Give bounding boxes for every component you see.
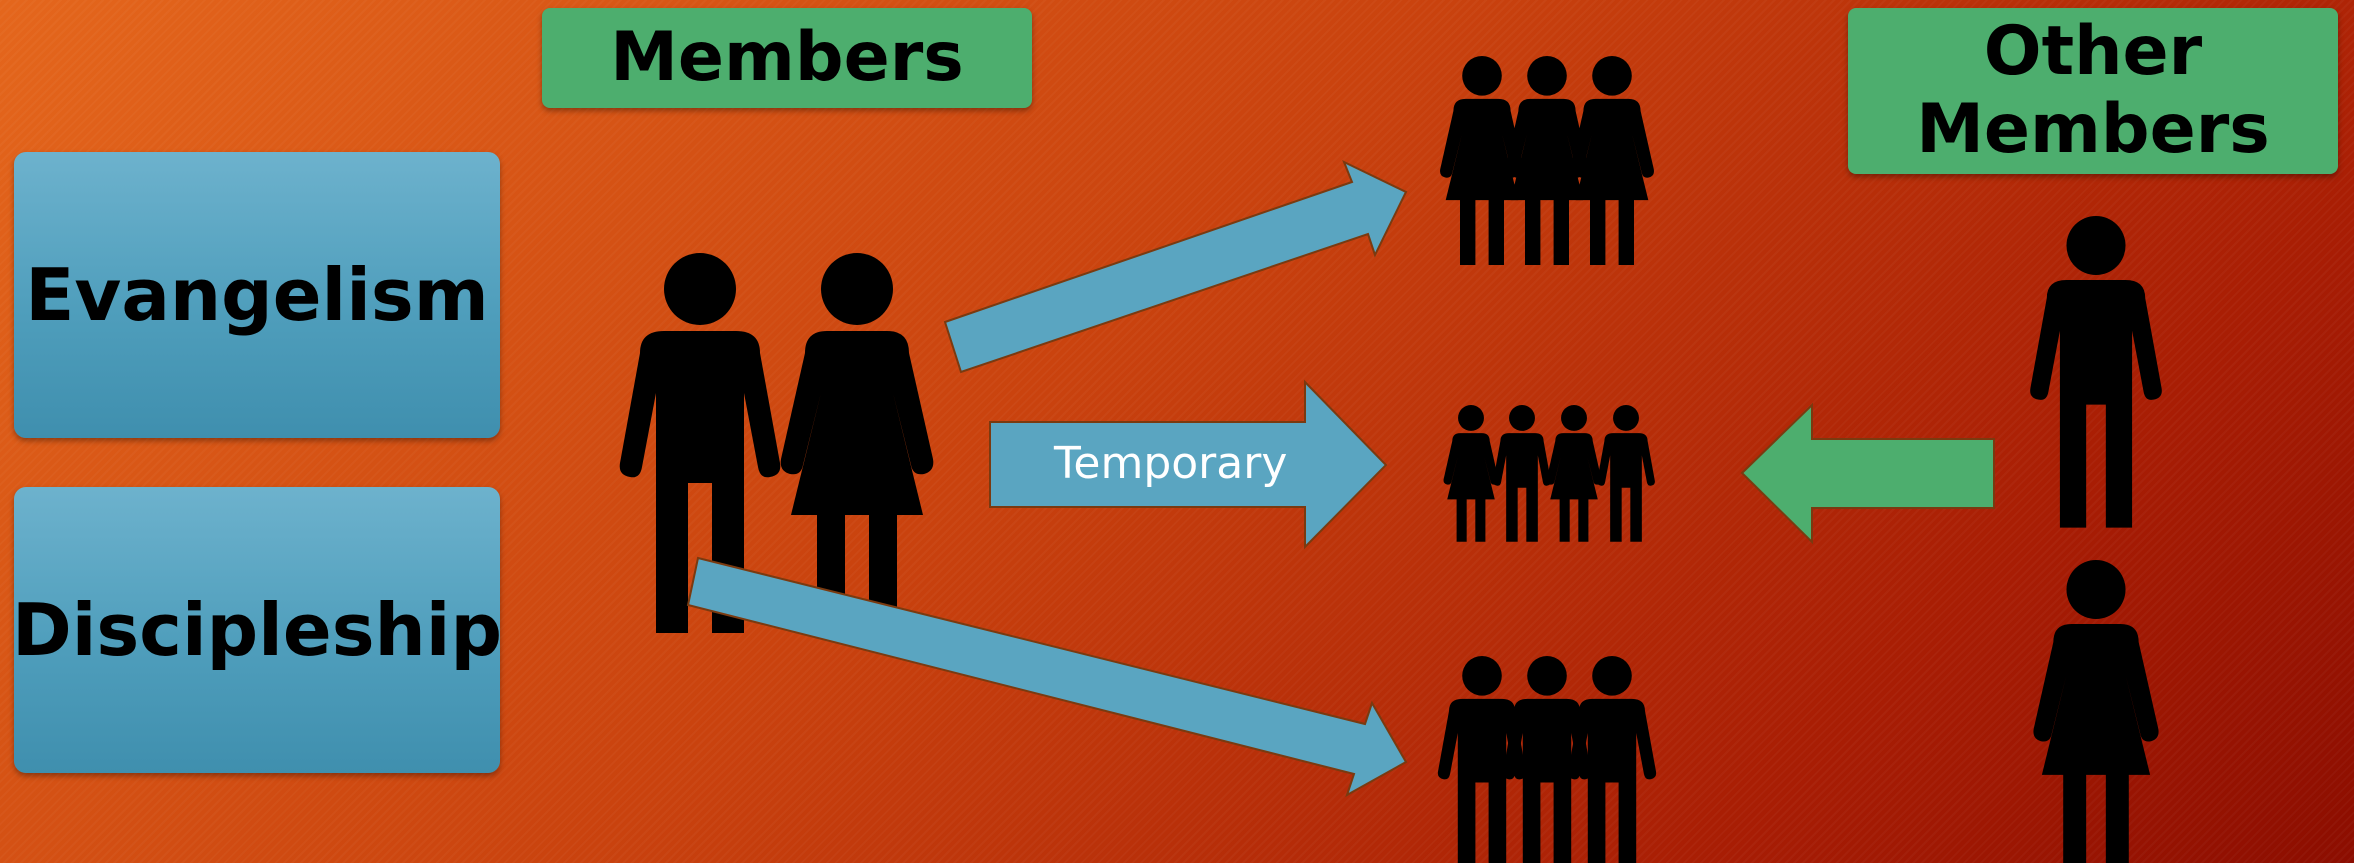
temporary-arrow [989,379,1388,550]
evangelism-label: Evangelism [25,253,489,337]
arrow-down-right [686,556,1408,798]
temporary-label: Temporary [1054,438,1288,489]
members-header: Members [542,8,1032,108]
group-of-women-icon [1440,56,1654,265]
discipleship-label: Discipleship [11,588,503,672]
man-and-woman-icon [619,253,934,633]
arrow-from-other-members [1740,402,1995,545]
other-members-header: Other Members [1848,8,2338,174]
arrow-up-right [943,159,1408,374]
man-icon [2030,216,2162,528]
evangelism-box: Evangelism [14,152,500,438]
members-label: Members [610,18,964,97]
group-of-children-icon [1443,405,1655,542]
discipleship-box: Discipleship [11,487,503,773]
other-members-label: Other Members [1916,12,2270,169]
woman-icon [2033,560,2159,863]
group-of-men-icon [1437,656,1657,863]
